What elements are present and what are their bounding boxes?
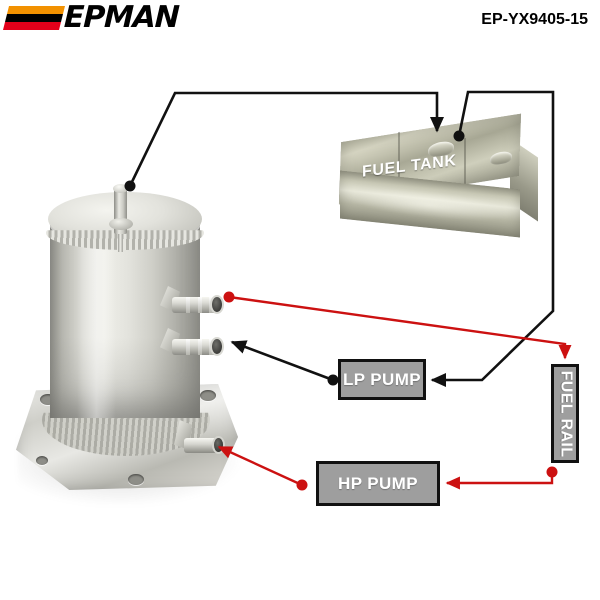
fitting-barb <box>184 438 218 453</box>
vent-stem <box>118 228 123 252</box>
wire-fuel-rail-to-hp-pump <box>445 466 558 490</box>
wire-hp-pump-to-surge-tank-base <box>217 445 308 491</box>
wire-surge-tank-to-fuel-rail <box>223 291 572 360</box>
product-code: EP-YX9405-15 <box>481 11 588 28</box>
page-header: EPMAN EP-YX9405-15 <box>0 0 600 46</box>
mounting-hole <box>200 390 216 401</box>
vent-cap <box>113 184 128 193</box>
wire-path <box>430 90 555 388</box>
lp-pump-box: LP PUMP <box>338 359 426 400</box>
wire-path <box>230 340 334 382</box>
wire-path <box>228 295 572 360</box>
wire-path <box>217 445 303 487</box>
fitting-mouth <box>212 297 222 312</box>
fitting-barb <box>172 339 218 355</box>
hp-pump-box: HP PUMP <box>316 461 440 506</box>
wire-fuel-tank-to-lp-pump <box>430 90 555 388</box>
mounting-hole <box>128 474 144 485</box>
lp-pump-label: LP PUMP <box>342 369 422 389</box>
wire-path <box>445 472 554 490</box>
mounting-hole <box>36 456 48 465</box>
hp-pump-label: HP PUMP <box>338 473 418 493</box>
vent-collar <box>109 218 133 230</box>
fuel-rail-box: FUEL RAIL <box>551 364 579 463</box>
wire-vent-to-fuel-tank <box>124 91 445 192</box>
surge-tank-photo <box>14 184 244 508</box>
fitting-mouth <box>214 438 223 452</box>
wire-lp-pump-to-surge-tank <box>230 340 339 386</box>
fitting-barb <box>172 297 218 313</box>
fitting-mouth <box>212 339 222 354</box>
surge-tank-top-weld <box>46 230 204 250</box>
mounting-hole <box>40 394 56 405</box>
wire-path <box>128 91 445 187</box>
